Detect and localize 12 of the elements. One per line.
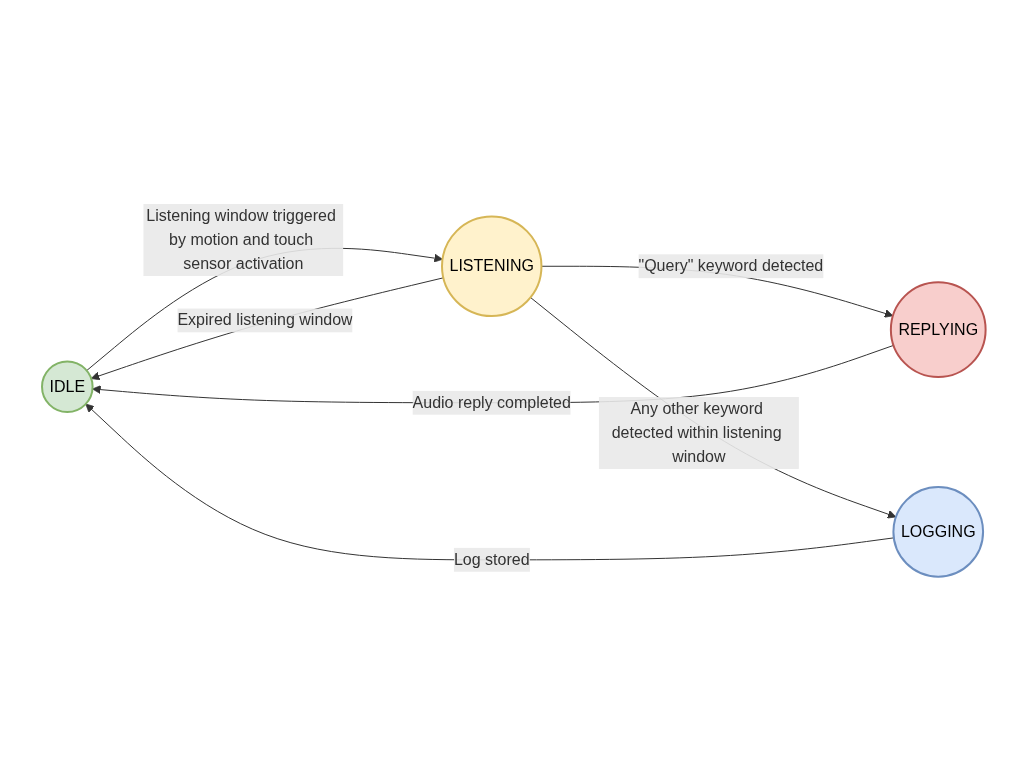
node-circle: IDLE — [41, 360, 94, 413]
edge-label: Audio reply completed — [412, 393, 572, 411]
node-circle: REPLYING — [890, 280, 987, 378]
arrow — [530, 296, 897, 519]
edge-label: Any other keyword detected within listening window — [611, 399, 782, 465]
edge-label: "Query" keyword detected — [638, 256, 824, 274]
node-circle: LISTENING — [441, 215, 543, 317]
edge-label: Expired listening window — [177, 311, 353, 329]
edge-label: Listening window triggered by motion and touch sensor activation — [146, 206, 337, 272]
edge-label: Log stored — [454, 550, 530, 568]
node-circle: LOGGING — [892, 485, 985, 578]
arrow — [85, 403, 895, 560]
